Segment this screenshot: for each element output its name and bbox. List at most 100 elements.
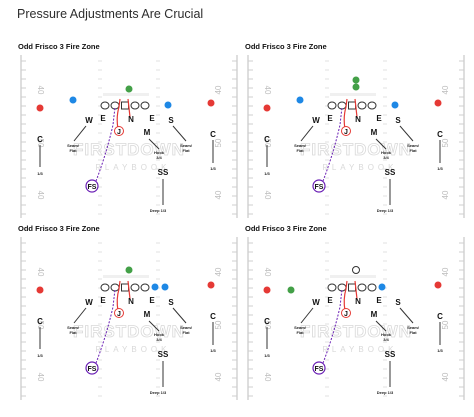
defender-c-left: C [37, 135, 43, 144]
defender-c-right: C [210, 130, 216, 139]
zone-note-seam-flat-left: Seam/Flat [67, 143, 80, 153]
slot-left [287, 286, 295, 294]
offense-lineman [130, 283, 140, 292]
offense-lineman [110, 101, 120, 110]
defender-fs-ring [312, 361, 326, 375]
defender-j: J [344, 129, 348, 136]
defender-j-ring [341, 126, 351, 136]
w-drop [300, 125, 314, 142]
offense-lineman [367, 283, 377, 292]
defender-w: W [312, 298, 320, 307]
yard-number: 40 [263, 86, 272, 95]
watermark-text: PLAYBOOK [96, 163, 171, 172]
zone-note-deep-mid: Deep 1/3 [150, 390, 167, 395]
yard-number: 40 [36, 191, 45, 200]
yard-number: 50 [263, 139, 272, 148]
defender-c-left: C [37, 317, 43, 326]
offense-lineman [337, 101, 347, 110]
line-of-scrimmage [330, 275, 376, 278]
watermark-text: PLAYBOOK [96, 345, 171, 354]
defender-fs-ring [85, 179, 99, 193]
zone-note-deep-right: 1/3 [437, 348, 443, 353]
zone-note-deep-mid: Deep 1/3 [377, 390, 394, 395]
defender-j-ring [114, 308, 124, 318]
defender-m: M [144, 310, 151, 319]
yard-number: 50 [263, 321, 272, 330]
m-drop [148, 320, 160, 332]
yard-number: 40 [214, 372, 223, 381]
watermark-text: FIRSTDOWN [73, 322, 185, 341]
defender-s: S [395, 298, 401, 307]
defender-n: N [355, 297, 361, 306]
defender-c-right: C [210, 312, 216, 321]
defender-j-ring [341, 308, 351, 318]
offense-center [121, 101, 129, 110]
offense-lineman [140, 283, 150, 292]
defender-w: W [85, 298, 93, 307]
offense-lineman [357, 101, 367, 110]
defender-e-right: E [149, 114, 155, 123]
offense-lineman [357, 283, 367, 292]
offense-lineman [130, 101, 140, 110]
w-drop [300, 307, 314, 324]
watermark-text: FIRSTDOWN [300, 322, 412, 341]
yard-number: 40 [214, 267, 223, 276]
defender-fs: FS [315, 366, 324, 373]
tight-end [164, 101, 172, 109]
defender-ss: SS [158, 168, 169, 177]
zone-note-deep-left: 1/3 [37, 171, 43, 176]
defender-fs: FS [315, 184, 324, 191]
n-rush-route [127, 98, 131, 118]
defender-m: M [371, 310, 378, 319]
w-drop [172, 125, 187, 142]
defender-e-left: E [327, 114, 333, 123]
defender-e-left: E [327, 296, 333, 305]
defender-e-left: E [100, 296, 106, 305]
defender-c-right: C [437, 130, 443, 139]
receiver-left [36, 104, 44, 112]
offense-center [348, 283, 356, 292]
tight-end [151, 283, 159, 291]
yard-number: 50 [214, 138, 223, 147]
defender-fs-ring [312, 179, 326, 193]
offense-lineman [140, 101, 150, 110]
defender-n: N [355, 115, 361, 124]
slot-left [296, 96, 304, 104]
zone-note-deep-mid: Deep 1/3 [150, 208, 167, 213]
defender-fs: FS [88, 184, 97, 191]
zone-note-deep-mid: Deep 1/3 [377, 208, 394, 213]
running-back [125, 266, 133, 274]
zone-note-seam-flat-right: Seam/Flat [407, 325, 420, 335]
defender-j: J [344, 311, 348, 318]
receiver-right [434, 99, 442, 107]
defender-m: M [144, 128, 151, 137]
yard-number: 50 [441, 320, 450, 329]
zone-note-seam-flat-right: Seam/Flat [407, 143, 420, 153]
defender-m: M [371, 128, 378, 137]
yard-number: 50 [36, 139, 45, 148]
panel-title: Odd Frisco 3 Fire Zone [245, 42, 327, 51]
watermark-text: PLAYBOOK [323, 163, 398, 172]
defender-e-right: E [376, 296, 382, 305]
running-back [125, 85, 133, 93]
defender-w: W [312, 116, 320, 125]
yard-number: 50 [36, 321, 45, 330]
defender-s: S [168, 298, 174, 307]
n-rush-route [354, 280, 358, 300]
slot-left [69, 96, 77, 104]
zone-note-deep-right: 1/3 [210, 348, 216, 353]
defender-fs: FS [88, 366, 97, 373]
yard-number: 40 [263, 268, 272, 277]
zone-note-seam-flat-left: Seam/Flat [67, 325, 80, 335]
zone-note-deep-left: 1/3 [264, 353, 270, 358]
